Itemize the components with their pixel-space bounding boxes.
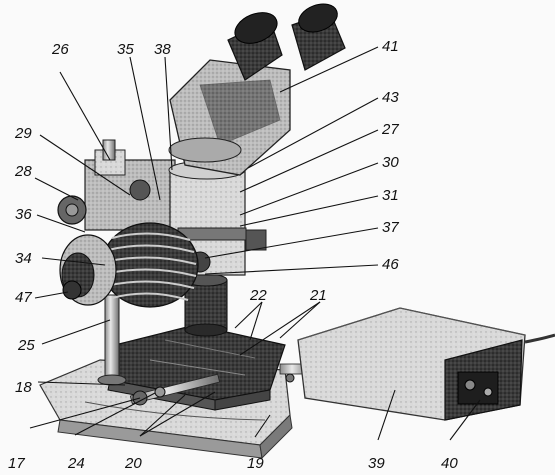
label-21: 21 [309, 287, 327, 304]
label-24: 24 [67, 455, 85, 472]
label-39: 39 [368, 455, 385, 472]
label-19: 19 [247, 455, 264, 472]
power-supply [297, 307, 555, 421]
label-34: 34 [15, 250, 32, 267]
label-41: 41 [382, 38, 399, 55]
label-26: 26 [51, 41, 69, 58]
callout-labels: 26 35 38 41 43 29 27 28 30 31 36 37 34 4… [8, 38, 458, 472]
label-22: 22 [249, 287, 267, 304]
label-43: 43 [382, 89, 399, 106]
label-35: 35 [117, 41, 134, 58]
illuminator [59, 222, 199, 308]
eyepiece-right [291, 3, 346, 71]
leader-lines [29, 46, 481, 441]
label-46: 46 [382, 256, 399, 273]
label-20: 20 [124, 455, 142, 472]
label-17: 17 [8, 455, 25, 472]
label-37: 37 [382, 219, 399, 236]
focus-block [57, 139, 176, 231]
label-38: 38 [154, 41, 171, 58]
label-27: 27 [381, 121, 399, 138]
label-18: 18 [15, 379, 32, 396]
label-28: 28 [14, 163, 32, 180]
binocular-head [168, 59, 291, 176]
objective [184, 273, 228, 337]
pillar [97, 294, 127, 386]
label-29: 29 [14, 125, 32, 142]
eyepiece-left [227, 12, 283, 81]
label-36: 36 [15, 206, 32, 223]
label-25: 25 [17, 337, 35, 354]
stage [107, 324, 311, 411]
label-40: 40 [441, 455, 458, 472]
label-30: 30 [382, 154, 399, 171]
label-47: 47 [15, 289, 32, 306]
label-31: 31 [382, 187, 399, 204]
